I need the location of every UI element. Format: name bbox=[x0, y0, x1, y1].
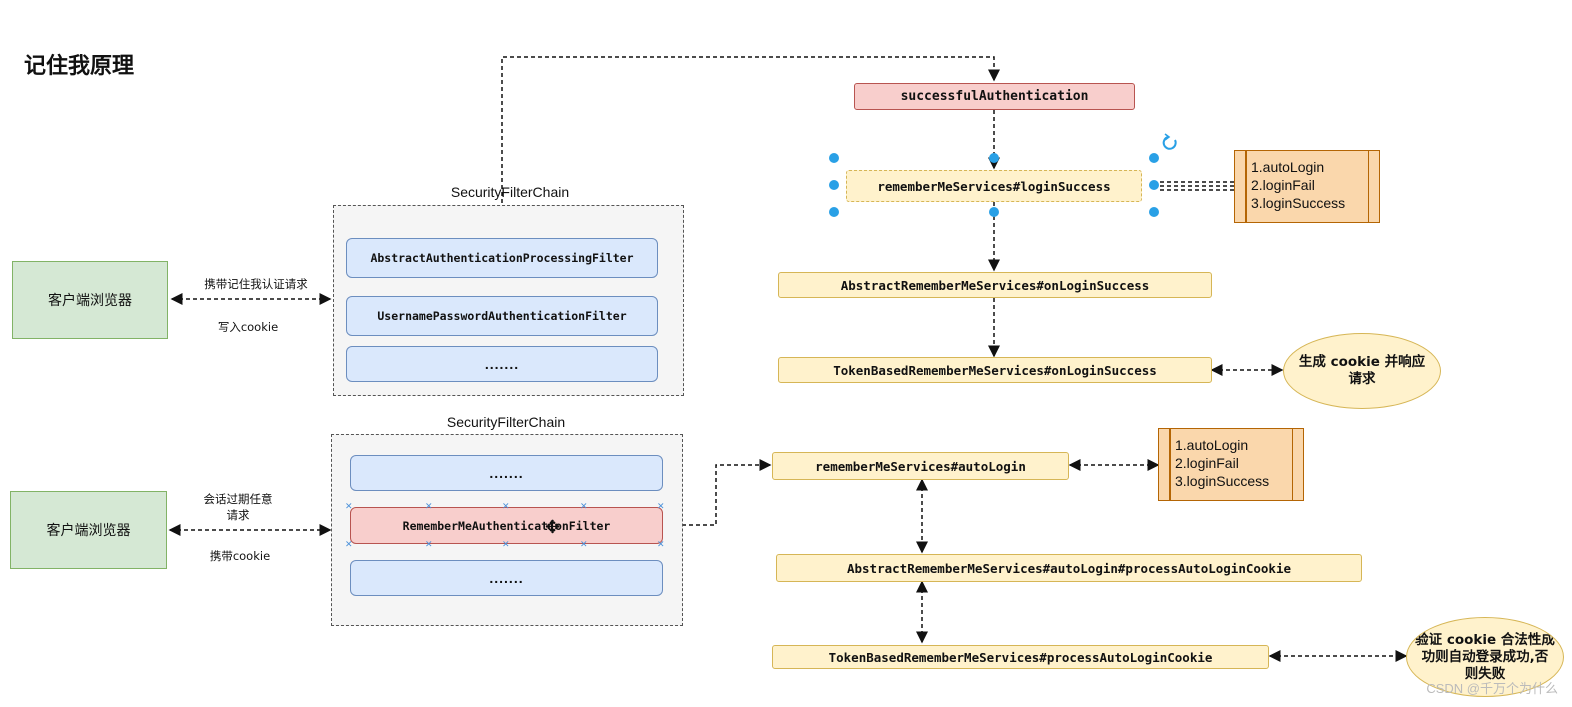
selection-mark: ✕ bbox=[345, 539, 353, 549]
selection-mark: ✕ bbox=[580, 539, 588, 549]
filter-ellipsis-top: ....... bbox=[346, 346, 658, 382]
abstract-on-login-success-node: AbstractRememberMeServices#onLoginSucces… bbox=[778, 272, 1212, 298]
edge-filter-autologin bbox=[666, 459, 772, 531]
selection-mark: ✕ bbox=[657, 539, 665, 549]
selection-handle[interactable] bbox=[989, 153, 999, 163]
filter-ellipsis-upper: ....... bbox=[350, 455, 663, 491]
edge-login-to-list bbox=[1160, 181, 1236, 191]
selection-handle[interactable] bbox=[1149, 180, 1159, 190]
selection-mark: ✕ bbox=[580, 501, 588, 511]
selection-handle[interactable] bbox=[829, 153, 839, 163]
filter-ellipsis-lower: ....... bbox=[350, 560, 663, 596]
token-on-login-success-node: TokenBasedRememberMeServices#onLoginSucc… bbox=[778, 357, 1212, 383]
selection-handle[interactable] bbox=[829, 180, 839, 190]
filter-username-password-authentication: UsernamePasswordAuthenticationFilter bbox=[346, 296, 658, 336]
move-cursor-icon: ✥ bbox=[545, 517, 561, 537]
list-item: 3.loginSuccess bbox=[1251, 195, 1346, 211]
client-browser-bottom: 客户端浏览器 bbox=[10, 491, 167, 569]
methods-list-top: 1.autoLogin 2.loginFail 3.loginSuccess bbox=[1234, 150, 1380, 223]
list-item: 2.loginFail bbox=[1175, 455, 1239, 471]
selection-mark: ✕ bbox=[657, 501, 665, 511]
selection-mark: ✕ bbox=[502, 539, 510, 549]
selection-handle[interactable] bbox=[1149, 207, 1159, 217]
chain-label-top: SecurityFilterChain bbox=[450, 184, 570, 200]
edge-label-remember-request: 携带记住我认证请求 bbox=[204, 277, 308, 291]
rotate-handle-icon bbox=[1162, 133, 1177, 150]
login-success-node[interactable]: rememberMeServices#loginSuccess bbox=[846, 170, 1142, 202]
page-title: 记住我原理 bbox=[24, 54, 135, 79]
token-process-auto-login-cookie-node: TokenBasedRememberMeServices#processAuto… bbox=[772, 645, 1269, 669]
edge-label-carry-cookie: 携带cookie bbox=[209, 549, 271, 563]
edge-chain-to-success bbox=[501, 56, 1000, 238]
selection-mark: ✕ bbox=[425, 539, 433, 549]
generate-cookie-ellipse: 生成 cookie 并响应请求 bbox=[1283, 333, 1441, 409]
successful-authentication-node: successfulAuthentication bbox=[854, 83, 1135, 110]
watermark: CSDN @千万个为什么 bbox=[1426, 681, 1558, 696]
filter-abstract-authentication-processing: AbstractAuthenticationProcessingFilter bbox=[346, 238, 658, 278]
list-item: 1.autoLogin bbox=[1251, 159, 1325, 175]
abstract-process-auto-login-cookie-node: AbstractRememberMeServices#autoLogin#pro… bbox=[776, 554, 1362, 582]
auto-login-node: rememberMeServices#autoLogin bbox=[772, 452, 1069, 480]
selection-mark: ✕ bbox=[502, 501, 510, 511]
list-item: 3.loginSuccess bbox=[1175, 473, 1270, 489]
selection-mark: ✕ bbox=[345, 501, 353, 511]
verify-cookie-ellipse: 验证 cookie 合法性成功则自动登录成功,否则失败 bbox=[1406, 617, 1564, 697]
list-item: 1.autoLogin bbox=[1175, 437, 1249, 453]
selection-handle[interactable] bbox=[829, 207, 839, 217]
chain-label-bottom: SecurityFilterChain bbox=[446, 414, 566, 430]
list-item: 2.loginFail bbox=[1251, 177, 1315, 193]
edge-label-session-expired: 会话过期任意请求 bbox=[203, 492, 273, 522]
selection-handle[interactable] bbox=[1149, 153, 1159, 163]
filter-remember-me-authentication[interactable]: RememberMeAuthenticationFilter bbox=[350, 507, 663, 544]
client-browser-top: 客户端浏览器 bbox=[12, 261, 168, 339]
methods-list-bottom: 1.autoLogin 2.loginFail 3.loginSuccess bbox=[1158, 428, 1304, 501]
selection-handle[interactable] bbox=[989, 207, 999, 217]
edge-label-write-cookie: 写入cookie bbox=[217, 320, 279, 334]
selection-mark: ✕ bbox=[425, 501, 433, 511]
